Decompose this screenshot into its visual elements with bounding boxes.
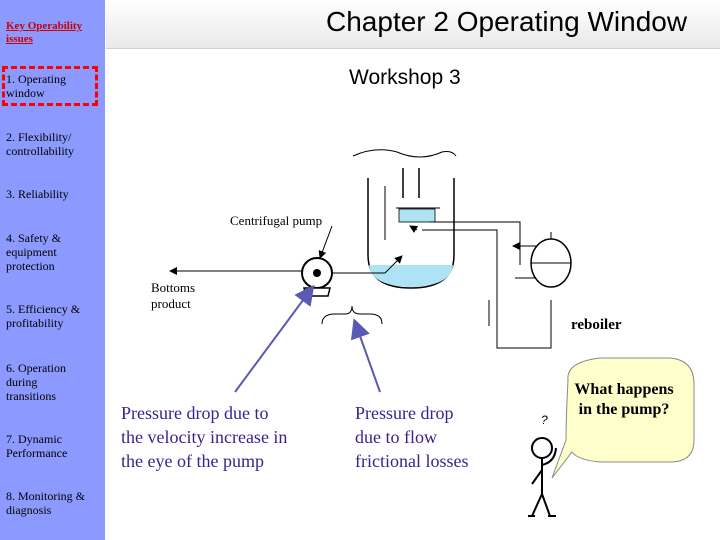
velocity-annotation: Pressure drop due to the velocity increa… xyxy=(121,403,288,471)
sidebar-item-monitoring[interactable]: 8. Monitoring & diagnosis xyxy=(6,489,86,517)
centrifugal-pump-icon xyxy=(301,225,333,297)
reboiler-icon xyxy=(530,232,572,288)
sidebar-title: Key Operability issues xyxy=(6,20,83,45)
sidebar-item-reliability[interactable]: 3. Reliability xyxy=(6,187,69,201)
pump-label: Centrifugal pump xyxy=(230,213,323,228)
bottoms-product-label: Bottoms product xyxy=(151,280,196,311)
column-vessel xyxy=(352,149,457,289)
sidebar: Key Operability issues 1. Operating wind… xyxy=(0,0,105,540)
column-liquid xyxy=(369,265,453,287)
sidebar-item-flexibility[interactable]: 2. Flexibility/ controllability xyxy=(6,130,74,158)
friction-arrow xyxy=(350,318,381,393)
sidebar-item-safety[interactable]: 4. Safety & equipment protection xyxy=(6,231,61,273)
thinking-person-icon xyxy=(528,437,557,517)
header-bar: Chapter 2 Operating Window xyxy=(106,0,720,49)
pipes xyxy=(169,221,552,349)
friction-annotation: Pressure drop due to flow frictional los… xyxy=(355,403,469,471)
sidebar-item-operating-window[interactable]: 1. Operating window xyxy=(6,72,66,100)
sidebar-item-dynamic[interactable]: 7. Dynamic Performance xyxy=(6,432,68,460)
sidebar-item-transitions[interactable]: 6. Operation during transitions xyxy=(6,361,66,403)
highlight-box xyxy=(2,66,98,106)
bubble-question: What happens in the pump? xyxy=(574,381,674,418)
speech-bubble xyxy=(551,357,695,479)
page-title: Chapter 2 Operating Window xyxy=(326,6,688,37)
workshop-subtitle: Workshop 3 xyxy=(349,66,461,89)
reboiler-label: reboiler xyxy=(571,317,622,333)
question-mark: ? xyxy=(541,413,548,427)
bracket xyxy=(321,305,383,325)
sidebar-item-efficiency[interactable]: 5. Efficiency & profitability xyxy=(6,302,81,330)
tray-liquid xyxy=(398,208,436,223)
velocity-arrow xyxy=(234,284,315,393)
